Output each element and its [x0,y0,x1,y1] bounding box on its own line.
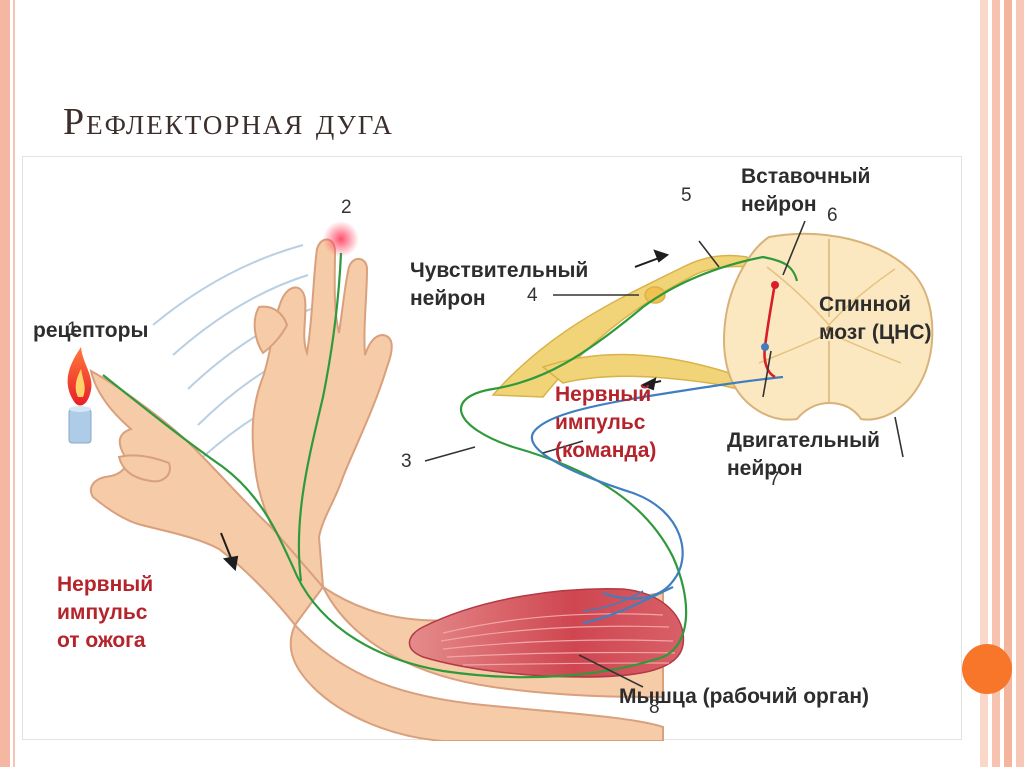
marker-5: 5 [681,185,692,206]
sensory-neuron-line-2: нейрон [410,287,486,310]
nerve-fibers [491,254,755,398]
muscle-drawing [408,588,685,678]
impulse-command-label: Нервный импульс (команда) [555,381,656,465]
impulse-command-line-1: Нервный [555,383,652,406]
spinal-cord-label: Спинной мозг (ЦНС) [819,291,932,347]
direction-arrows [220,249,670,572]
slide-right-stripes [980,0,1024,767]
receptors-label: рецепторы [33,319,149,342]
muscle-label: Мышца (рабочий орган) [619,685,869,708]
marker-6: 6 [827,205,838,226]
interneuron-line-2: нейрон [741,193,817,216]
interneuron-label: Вставочный нейрон [741,163,870,219]
reflex-arc-figure: рецепторы Чувствительный нейрон Вставочн… [22,156,962,741]
marker-3: 3 [401,451,412,472]
motor-neuron-line-1: Двигательный [727,429,880,452]
marker-7: 7 [769,469,780,490]
impulse-command-line-3: (команда) [555,439,657,462]
marker-8: 8 [649,697,660,718]
interneuron-line-1: Вставочный [741,165,871,188]
sensory-neuron-label: Чувствительный нейрон [410,257,588,313]
slide-title: Рефлекторная дуга [63,101,394,143]
burn-glow [323,221,359,257]
marker-4: 4 [527,285,538,306]
spinal-cord-drawing [723,232,934,421]
impulse-command-line-2: импульс [555,411,646,434]
motor-neuron-line-2: нейрон [727,457,803,480]
motor-pathway [530,375,784,600]
neural-pathways [102,252,799,679]
spinal-cord-line-1: Спинной [819,293,911,316]
reflex-arc-illustration [67,220,934,741]
impulse-burn-line-3: от ожога [57,629,146,652]
slide-left-border [0,0,15,767]
slide-accent-dot [962,644,1012,694]
candle-icon [67,347,92,444]
marker-1: 1 [67,319,78,340]
impulse-burn-label: Нервный импульс от ожога [57,571,153,655]
spinal-cord-line-2: мозг (ЦНС) [819,321,932,344]
motor-neuron-label: Двигательный нейрон [727,427,880,483]
marker-2: 2 [341,197,352,218]
pointer-lines [424,220,904,688]
impulse-burn-line-2: импульс [57,601,148,624]
sensory-neuron-line-1: Чувствительный [410,259,589,282]
impulse-burn-line-1: Нервный [57,573,154,596]
